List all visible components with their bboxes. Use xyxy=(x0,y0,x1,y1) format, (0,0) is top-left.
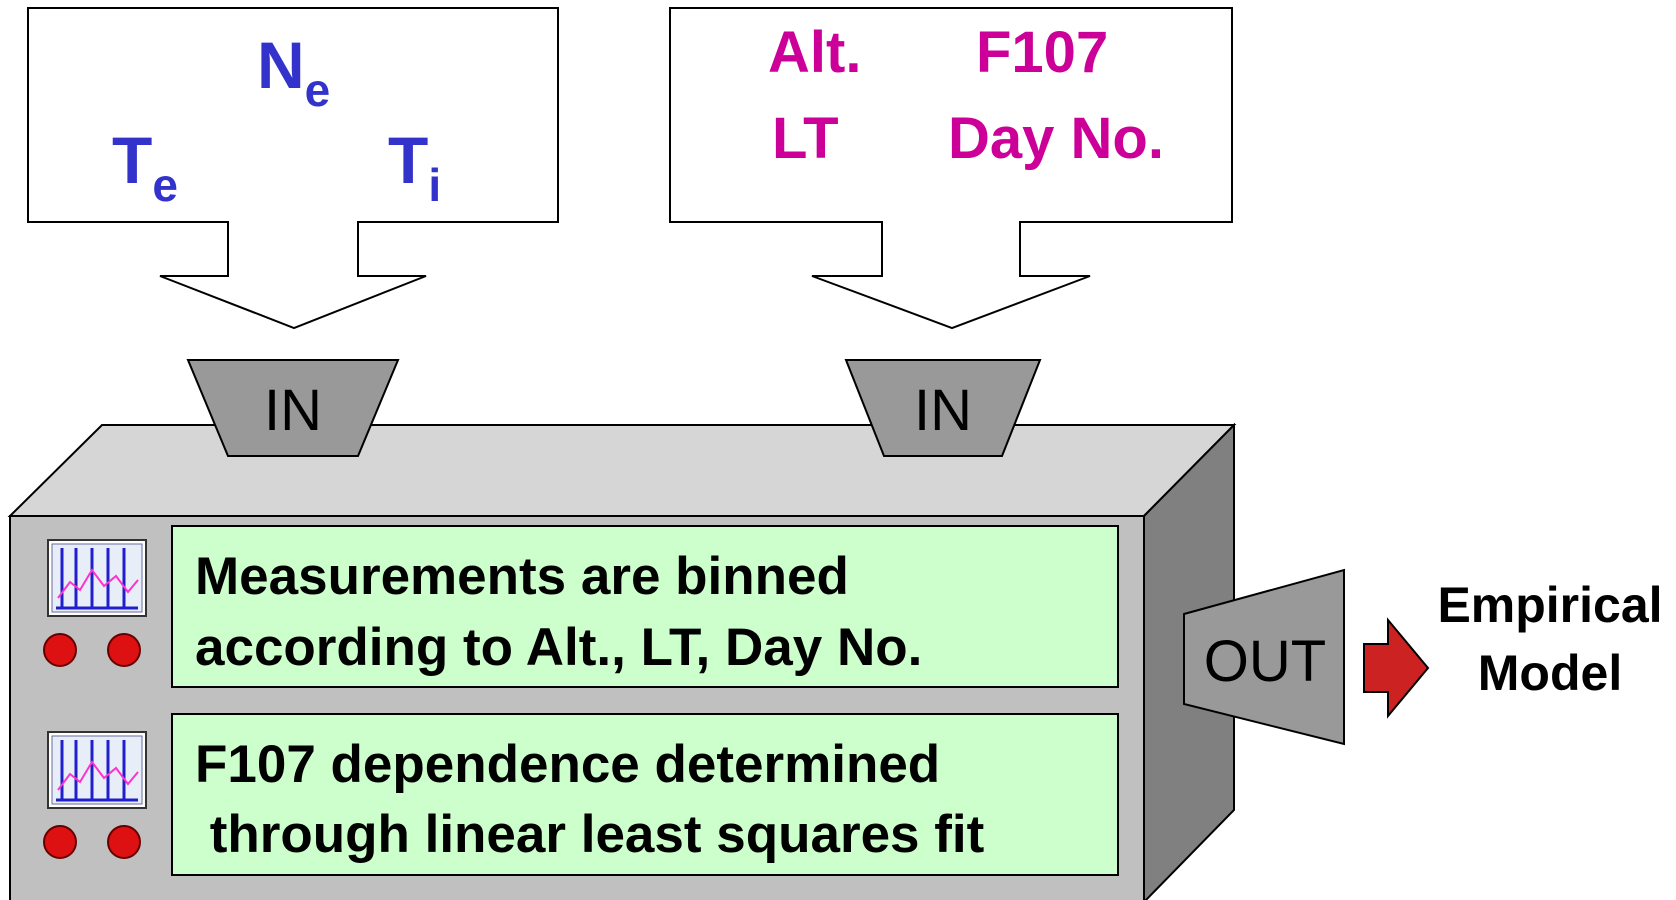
in-funnel-right xyxy=(844,359,1042,457)
indicator-led xyxy=(43,633,77,667)
indicator-led xyxy=(107,633,141,667)
out-funnel xyxy=(1183,568,1345,746)
panel-fit xyxy=(171,713,1119,876)
lt-label: LT xyxy=(772,106,839,171)
panel-binning-line2: according to Alt., LT, Day No. xyxy=(195,618,922,677)
out-funnel-label: OUT xyxy=(1204,629,1326,694)
f107-label: F107 xyxy=(976,20,1108,85)
alt-label: Alt. xyxy=(768,20,861,85)
te-label: Te xyxy=(112,123,178,211)
output-label-line2: Model xyxy=(1478,645,1622,701)
chart-icon xyxy=(47,539,147,617)
in-funnel-left-label: IN xyxy=(264,378,322,443)
chart-icon xyxy=(47,731,147,809)
left-input-callout xyxy=(27,7,559,330)
indicator-led xyxy=(43,825,77,859)
machine-top-face xyxy=(7,424,1237,517)
panel-binning-line1: Measurements are binned xyxy=(195,547,849,606)
panel-binning xyxy=(171,525,1119,688)
panel-fit-line2: through linear least squares fit xyxy=(195,805,984,864)
ti-label: Ti xyxy=(388,123,441,211)
indicator-led xyxy=(107,825,141,859)
panel-fit-line1: F107 dependence determined xyxy=(195,735,940,794)
ne-label: Ne xyxy=(257,28,330,116)
right-input-callout xyxy=(669,7,1233,330)
in-funnel-right-label: IN xyxy=(914,378,972,443)
in-funnel-left xyxy=(186,359,400,457)
day-no-label: Day No. xyxy=(948,106,1164,171)
output-label-line1: Empirical xyxy=(1437,577,1662,633)
output-arrow xyxy=(1363,617,1430,719)
